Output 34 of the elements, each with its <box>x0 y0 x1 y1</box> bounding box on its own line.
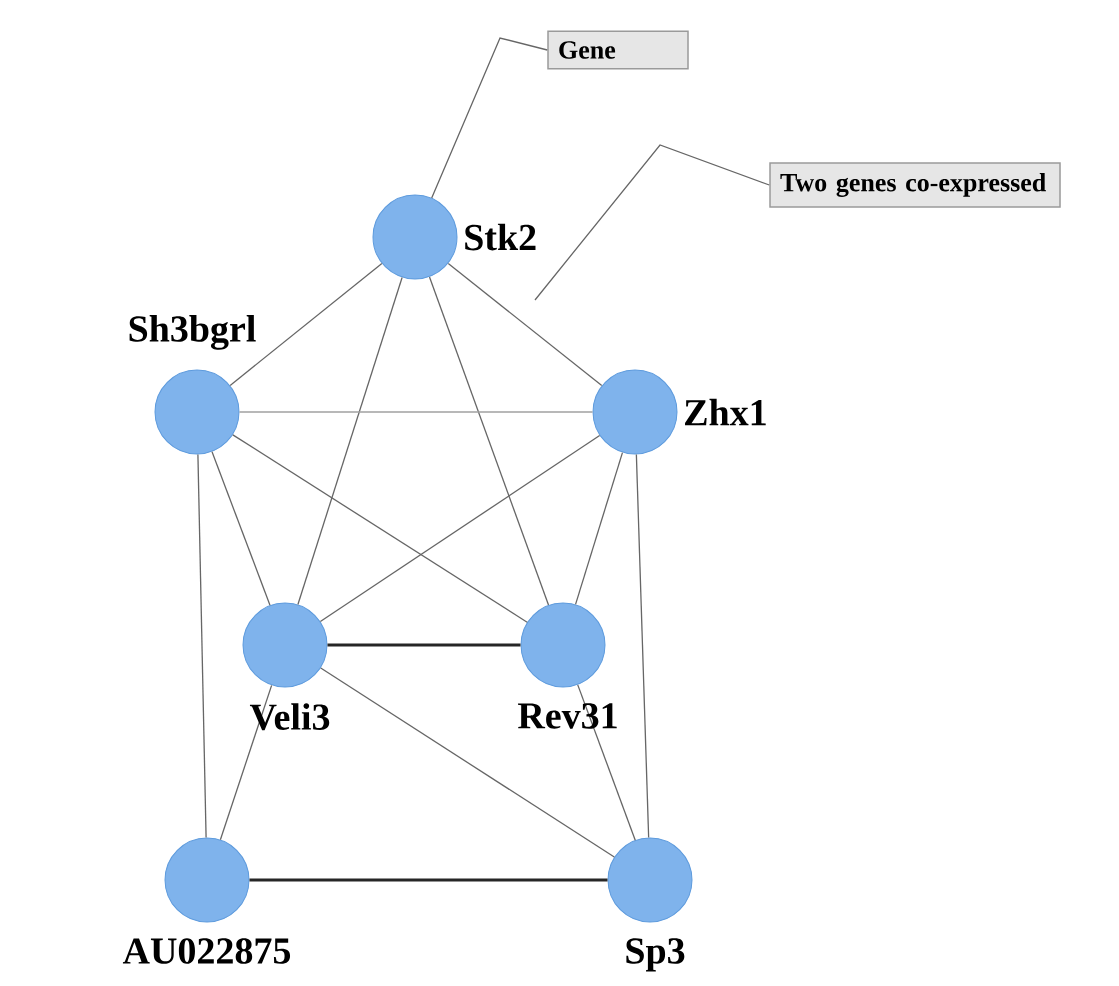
co-expression-line <box>232 434 528 623</box>
co-expression-line <box>219 684 273 841</box>
co-expression-line <box>297 276 403 606</box>
co-expression-line <box>577 684 636 841</box>
gene-circle <box>154 369 240 455</box>
co-expression-line <box>249 878 608 882</box>
co-expression-line <box>211 451 271 606</box>
gene-circle <box>592 369 678 455</box>
gene-label: Sp3 <box>626 938 685 972</box>
callout-box: Two genes co-expressed <box>769 162 1061 208</box>
co-expression-line <box>428 276 550 606</box>
co-expression-line <box>319 434 601 623</box>
gene-label: Zhx1 <box>685 398 766 426</box>
co-expression-line <box>197 453 207 839</box>
gene-circle <box>242 602 328 688</box>
gene-label: Stk2 <box>465 223 536 251</box>
co-expression-line <box>229 262 383 387</box>
leader-line <box>431 37 548 199</box>
gene-circle <box>607 837 693 923</box>
co-expression-line <box>327 643 521 647</box>
co-expression-line <box>635 453 650 839</box>
gene-label: Rev31 <box>518 703 617 729</box>
callout-box: Gene <box>547 30 689 70</box>
co-expression-line <box>447 262 603 387</box>
gene-circle <box>372 194 458 280</box>
gene-circle <box>520 602 606 688</box>
gene-label: AU022875 <box>122 938 291 964</box>
gene-label: Sh3bgrl <box>129 315 256 350</box>
co-expression-line <box>320 667 615 858</box>
gene-circle <box>164 837 250 923</box>
co-expression-line <box>574 451 624 606</box>
gene-label: Veli3 <box>249 703 330 731</box>
leader-line <box>534 144 770 301</box>
co-expression-line <box>238 411 594 413</box>
